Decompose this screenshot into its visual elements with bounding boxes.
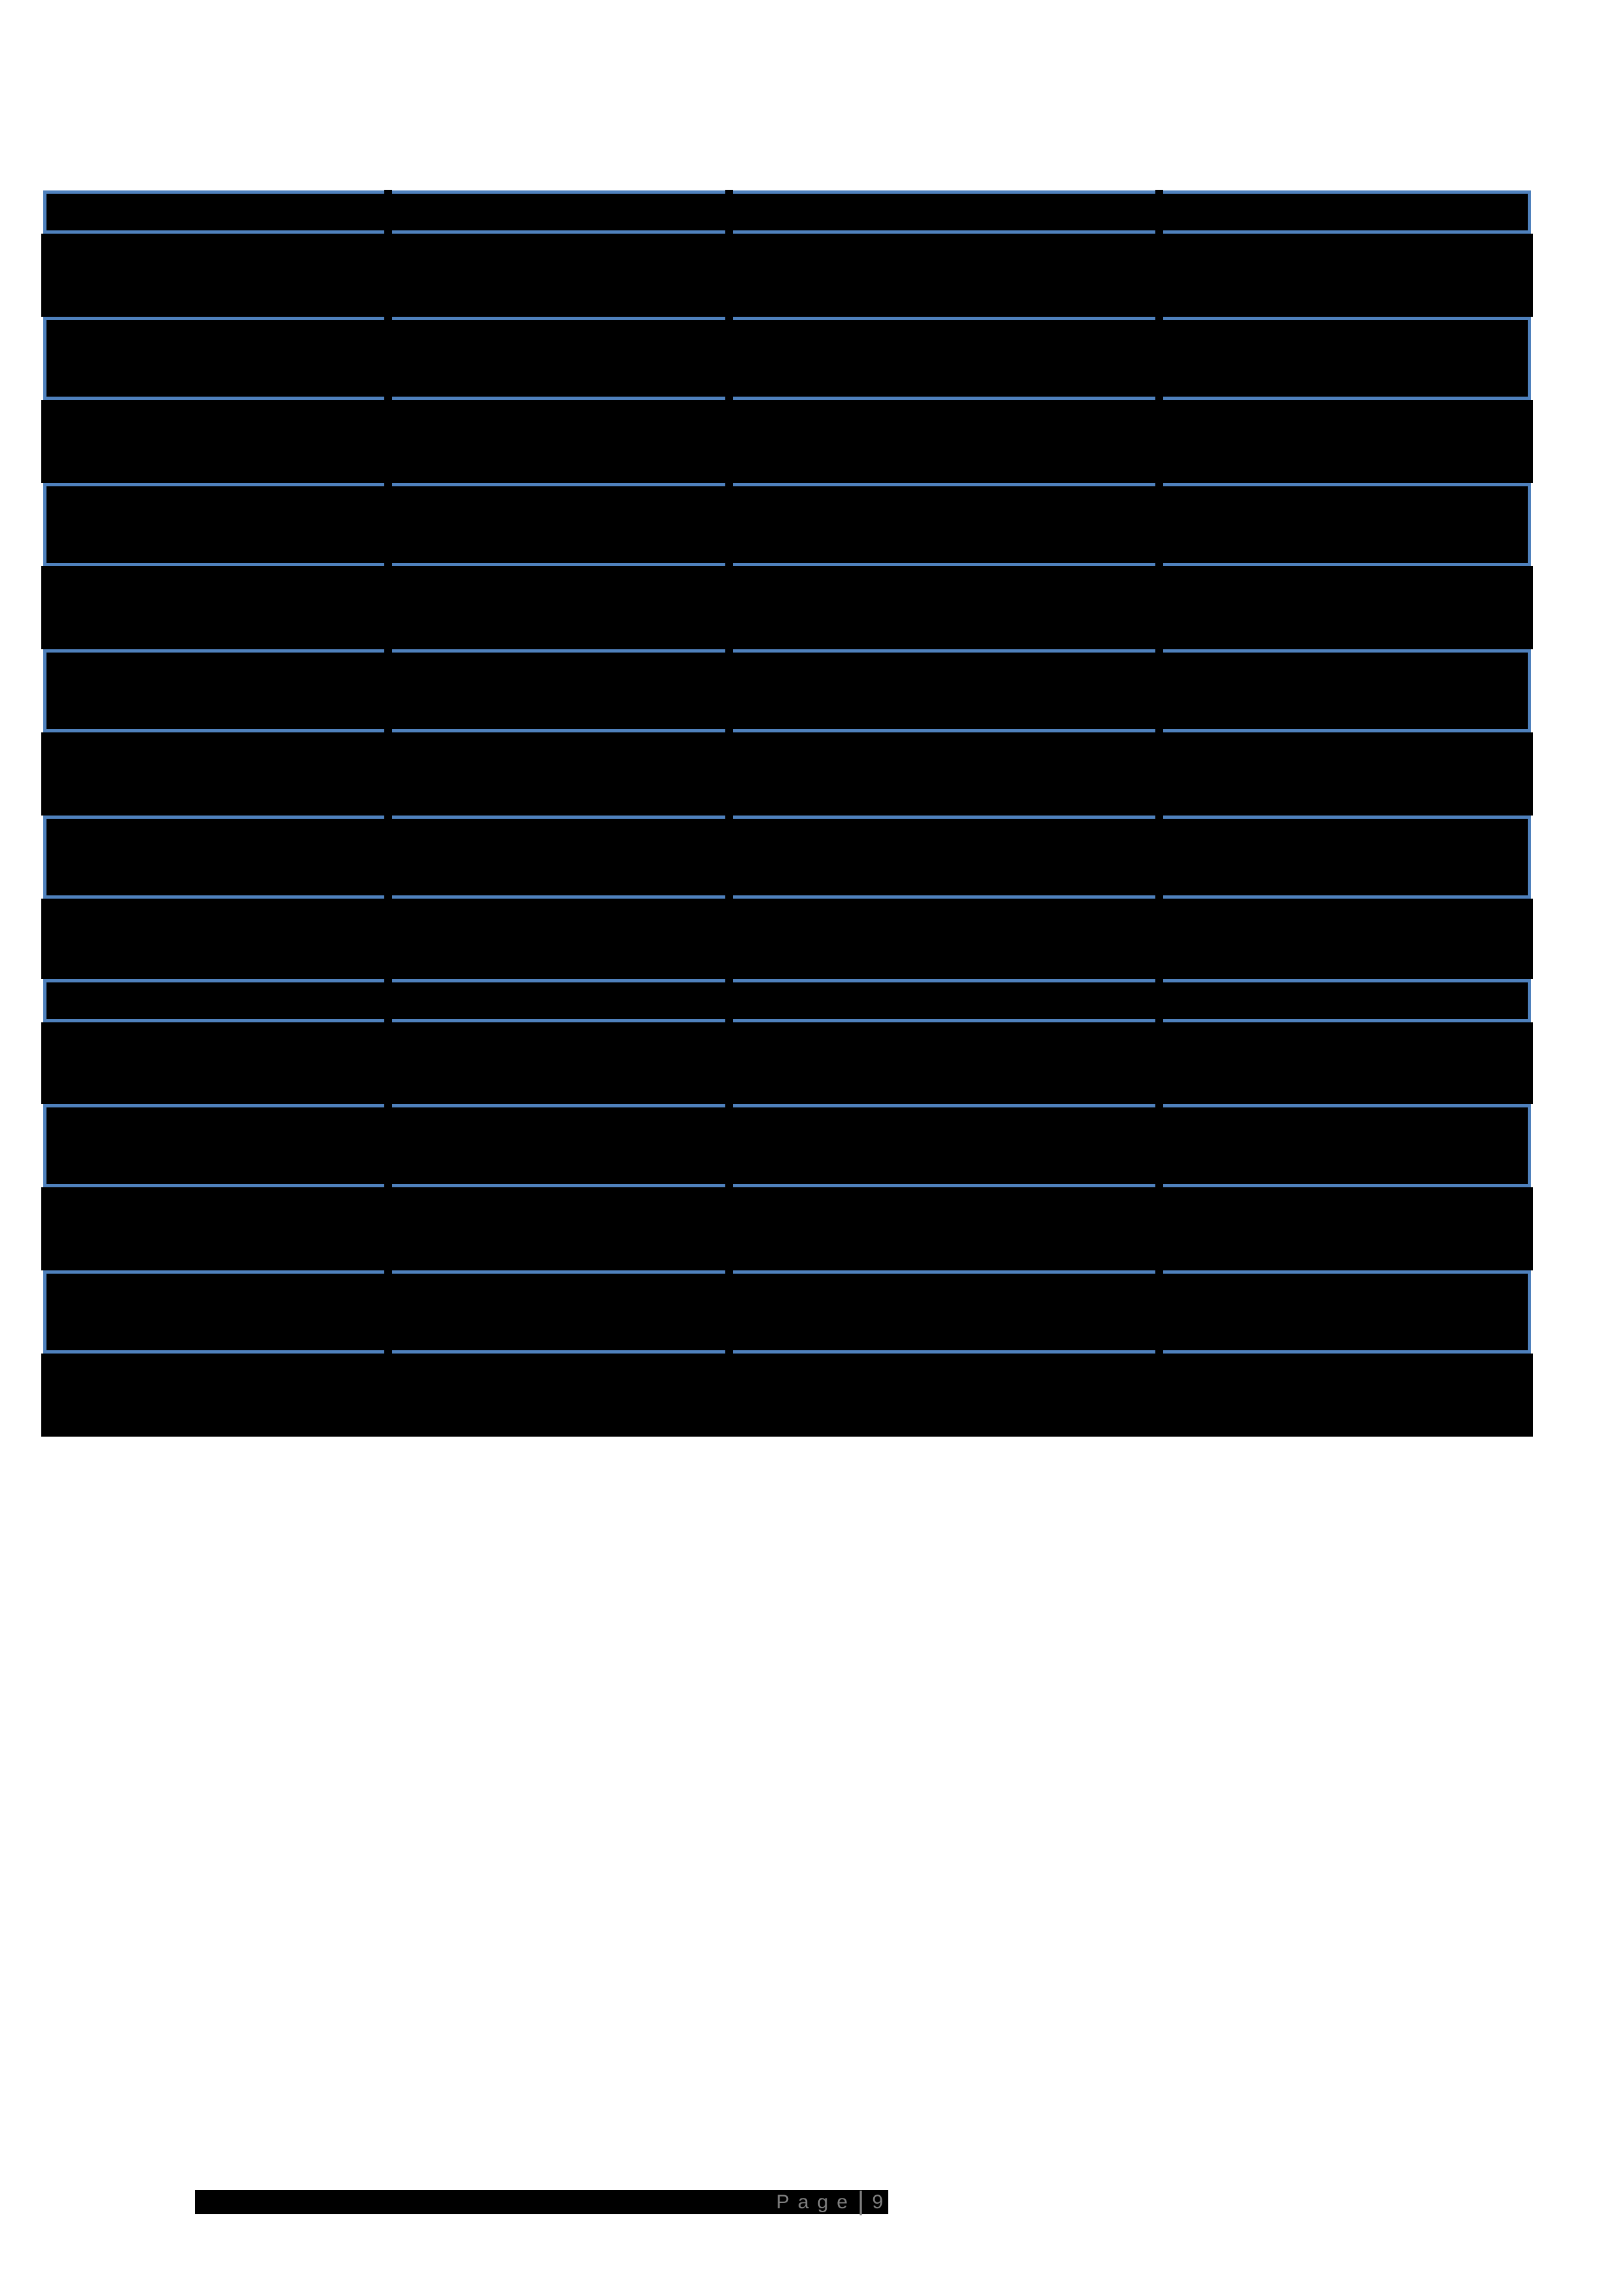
footer-page-bar: Page | 9 [195, 2186, 888, 2215]
table-row-redacted [41, 234, 1533, 317]
redacted-table [41, 190, 1533, 1437]
table-row-redacted-bordered [43, 1104, 1531, 1187]
table-row-redacted [41, 400, 1533, 483]
table-row-redacted-bordered [43, 1270, 1531, 1354]
table-row-redacted [41, 899, 1533, 979]
table-row-redacted-bordered [43, 649, 1531, 732]
table-row-redacted-bordered [43, 190, 1531, 234]
table-row-redacted [41, 1354, 1533, 1437]
table-row-redacted-bordered [43, 317, 1531, 400]
table-row-redacted [41, 1022, 1533, 1104]
footer-separator-bar: | [857, 2186, 865, 2215]
footer-page-number: 9 [872, 2191, 884, 2213]
table-row-redacted [41, 1187, 1533, 1270]
footer-page-label: Page [776, 2191, 856, 2213]
table-row-redacted [41, 566, 1533, 649]
table-row-redacted [41, 732, 1533, 816]
table-row-redacted-bordered [43, 979, 1531, 1022]
table-row-redacted-bordered [43, 816, 1531, 899]
table-row-redacted-bordered [43, 483, 1531, 566]
